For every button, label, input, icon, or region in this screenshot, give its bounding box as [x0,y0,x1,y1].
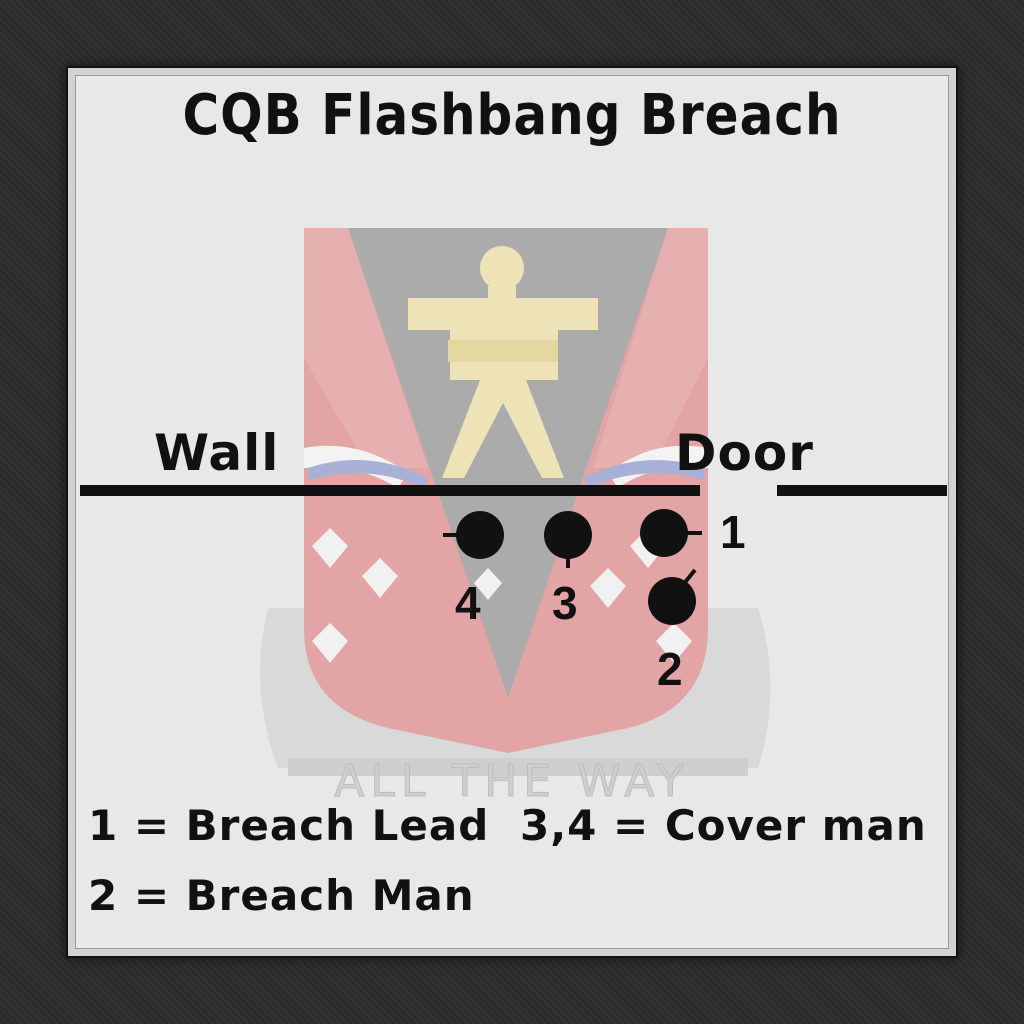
crest-motto: ALL THE WAY [334,756,690,807]
wall-label: Wall [154,424,280,482]
operator-4-number: 4 [455,577,482,629]
operator-4-marker [456,511,504,559]
team-member-2 [648,568,697,625]
operator-4-direction [443,533,461,537]
breach-diagram [80,485,947,625]
operator-1-number: 1 [720,506,747,558]
operator-1-marker [640,509,688,557]
operator-2-direction [680,568,697,588]
operator-1-direction [680,531,702,535]
operator-3-direction [566,552,570,568]
operator-2-marker [648,577,696,625]
door-label: Door [675,424,814,482]
team-member-1 [640,509,702,557]
wall-line [80,485,700,496]
operator-3-marker [544,511,592,559]
regimental-crest-watermark: ALL THE WAY [260,228,771,808]
crest-anchor-figure [408,246,598,478]
team-member-4 [443,511,504,559]
legend-breach-man: 2 = Breach Man [88,871,475,920]
diagram-panel: ALL THE WAY CQB Flashbang Breach Wall Do… [66,66,958,958]
legend-cover-man: 3,4 = Cover man [520,801,927,850]
diagram-title: CQB Flashbang Breach [182,82,842,148]
legend-breach-lead: 1 = Breach Lead [88,801,490,850]
operator-2-number: 2 [657,643,684,695]
team-member-3 [544,511,592,568]
wall-line-right [777,485,947,496]
operator-3-number: 3 [552,577,579,629]
